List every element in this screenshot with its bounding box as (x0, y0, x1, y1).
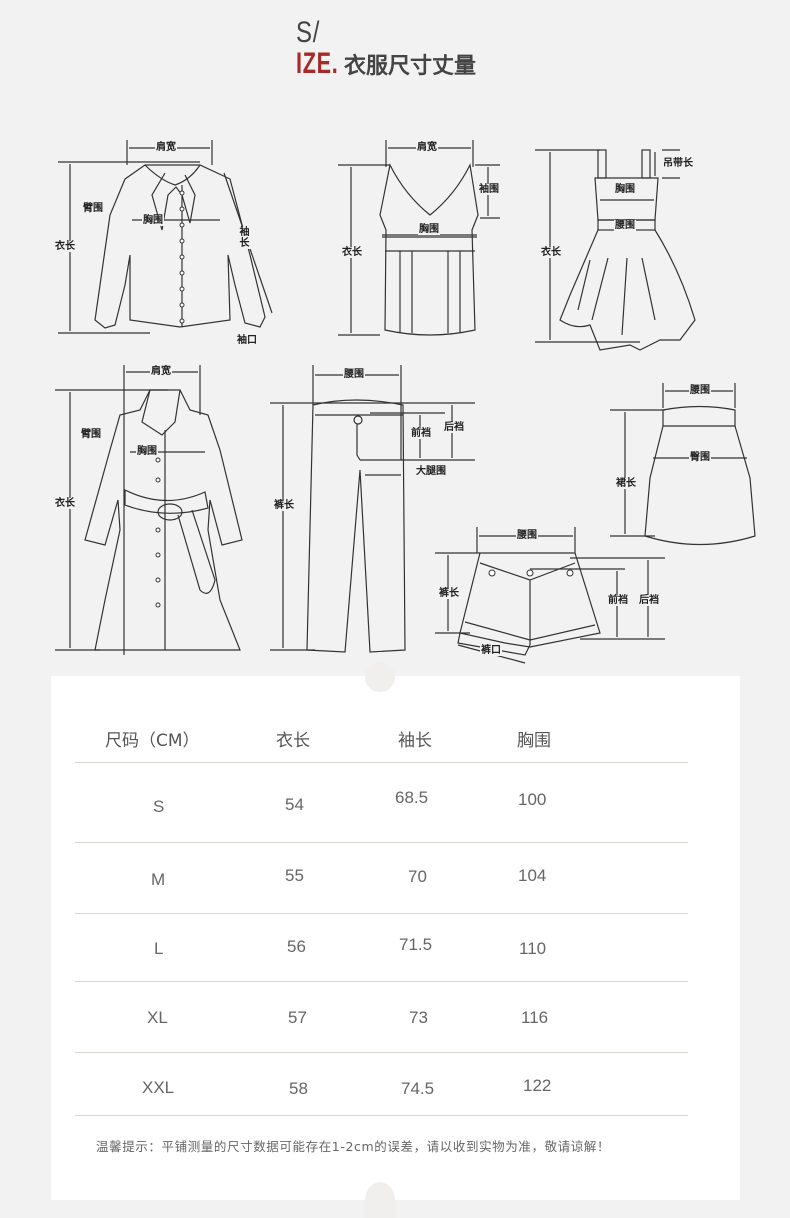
coat-length-label: 衣长 (54, 498, 76, 509)
cell-chest: 100 (518, 790, 547, 809)
divider (75, 842, 688, 843)
card-bottom-notch (365, 1182, 395, 1218)
table-row: L 56 71.5 110 (75, 913, 688, 981)
shorts-diagram: 腰围 裤长 前裆 后裆 裤口 (430, 525, 675, 665)
header-sleeve: 袖长 (398, 731, 432, 751)
table-row: XL 57 73 116 (75, 981, 688, 1052)
pants-back-rise-label: 后裆 (443, 422, 465, 433)
skirt-length-label: 裙长 (615, 478, 637, 489)
dress-strap-label: 吊带长 (662, 158, 694, 169)
cell-chest: 116 (521, 1008, 549, 1027)
cell-size: XL (147, 1008, 168, 1027)
measurement-note: 温馨提示：平铺测量的尺寸数据可能存在1-2cm的误差，请以收到实物为准，敬请谅解… (96, 1139, 611, 1154)
pants-length-label: 裤长 (273, 500, 295, 511)
header-size: 尺码（CM） (105, 731, 200, 751)
shorts-waist-label: 腰围 (516, 530, 538, 541)
cell-length: 54 (285, 795, 304, 814)
card-top-notch (365, 662, 395, 692)
skirt-waist-label: 腰围 (689, 385, 711, 396)
table-row: M 55 70 104 (75, 842, 688, 913)
cell-length: 55 (285, 866, 304, 885)
dress-illustration-icon (535, 149, 696, 351)
vest-illustration-icon (338, 140, 500, 336)
shirt-arm-label: 臂围 (82, 203, 104, 214)
cell-sleeve: 68.5 (395, 788, 429, 807)
cell-size: L (154, 939, 164, 958)
cell-length: 57 (288, 1008, 307, 1027)
size-table-card: 尺码（CM） 衣长 袖长 胸围 S 54 68.5 100 M 55 70 10… (51, 662, 740, 1218)
title-size-prefix: S/ (296, 16, 321, 49)
shorts-leg-opening-label: 裤口 (480, 645, 502, 656)
shorts-length-label: 裤长 (438, 588, 460, 599)
skirt-diagram: 腰围 臀围 裙长 (605, 378, 770, 558)
cell-size: S (153, 797, 165, 816)
coat-shoulder-label: 肩宽 (150, 366, 172, 377)
shirt-shoulder-label: 肩宽 (155, 142, 177, 153)
pants-illustration-icon (270, 365, 475, 653)
cell-size: XXL (142, 1078, 175, 1097)
dress-chest-label: 胸围 (614, 184, 636, 195)
pants-front-rise-label: 前裆 (410, 428, 432, 439)
divider (75, 913, 688, 914)
pants-diagram: 腰围 前裆 后裆 大腿围 裤长 (265, 360, 480, 660)
vest-diagram: 肩宽 袖围 胸围 衣长 (330, 135, 520, 345)
title-chinese: 衣服尺寸丈量 (344, 54, 477, 79)
divider (75, 1115, 688, 1116)
page-title: S/ IZE. 衣服尺寸丈量 (296, 18, 476, 80)
cell-length: 56 (287, 937, 306, 956)
shirt-chest-label: 胸围 (142, 215, 164, 226)
title-size-accent: IZE. (296, 47, 339, 80)
shirt-sleeve-label: 袖长 (238, 227, 251, 249)
cell-chest: 104 (518, 866, 547, 885)
cell-chest: 122 (523, 1076, 552, 1095)
cell-chest: 110 (519, 939, 547, 958)
dress-length-label: 衣长 (540, 247, 562, 258)
cell-sleeve: 70 (408, 867, 427, 886)
shorts-back-rise-label: 后裆 (638, 595, 660, 606)
divider (75, 762, 688, 763)
dress-waist-label: 腰围 (614, 220, 636, 231)
table-row: S 54 68.5 100 (75, 762, 688, 833)
cell-length: 58 (289, 1079, 308, 1098)
table-row: XXL 58 74.5 122 (75, 1052, 688, 1115)
coat-chest-label: 胸围 (136, 446, 158, 457)
table-header: 尺码（CM） 衣长 袖长 胸围 (75, 726, 688, 766)
vest-armhole-label: 袖围 (478, 184, 500, 195)
cell-sleeve: 71.5 (399, 935, 433, 954)
shirt-diagram: 肩宽 臂围 胸围 衣长 袖长 袖口 (50, 135, 290, 350)
pants-thigh-label: 大腿围 (415, 466, 447, 477)
header-chest: 胸围 (517, 731, 551, 751)
shorts-front-rise-label: 前裆 (607, 595, 629, 606)
header-length: 衣长 (276, 731, 310, 751)
shirt-illustration-icon (58, 140, 273, 334)
divider (75, 1052, 688, 1053)
coat-diagram: 肩宽 臂围 胸围 衣长 (50, 360, 260, 655)
vest-shoulder-label: 肩宽 (416, 142, 438, 153)
coat-arm-label: 臂围 (80, 429, 102, 440)
shirt-length-label: 衣长 (54, 241, 76, 252)
cell-sleeve: 74.5 (401, 1079, 435, 1098)
divider (75, 981, 688, 982)
vest-length-label: 衣长 (341, 247, 363, 258)
dress-diagram: 吊带长 胸围 腰围 衣长 (530, 140, 720, 355)
shirt-cuff-label: 袖口 (236, 335, 258, 346)
cell-size: M (151, 870, 166, 889)
vest-chest-label: 胸围 (418, 224, 440, 235)
skirt-hip-label: 臀围 (689, 452, 711, 463)
cell-sleeve: 73 (409, 1008, 428, 1027)
pants-waist-label: 腰围 (343, 369, 365, 380)
coat-illustration-icon (55, 365, 243, 655)
